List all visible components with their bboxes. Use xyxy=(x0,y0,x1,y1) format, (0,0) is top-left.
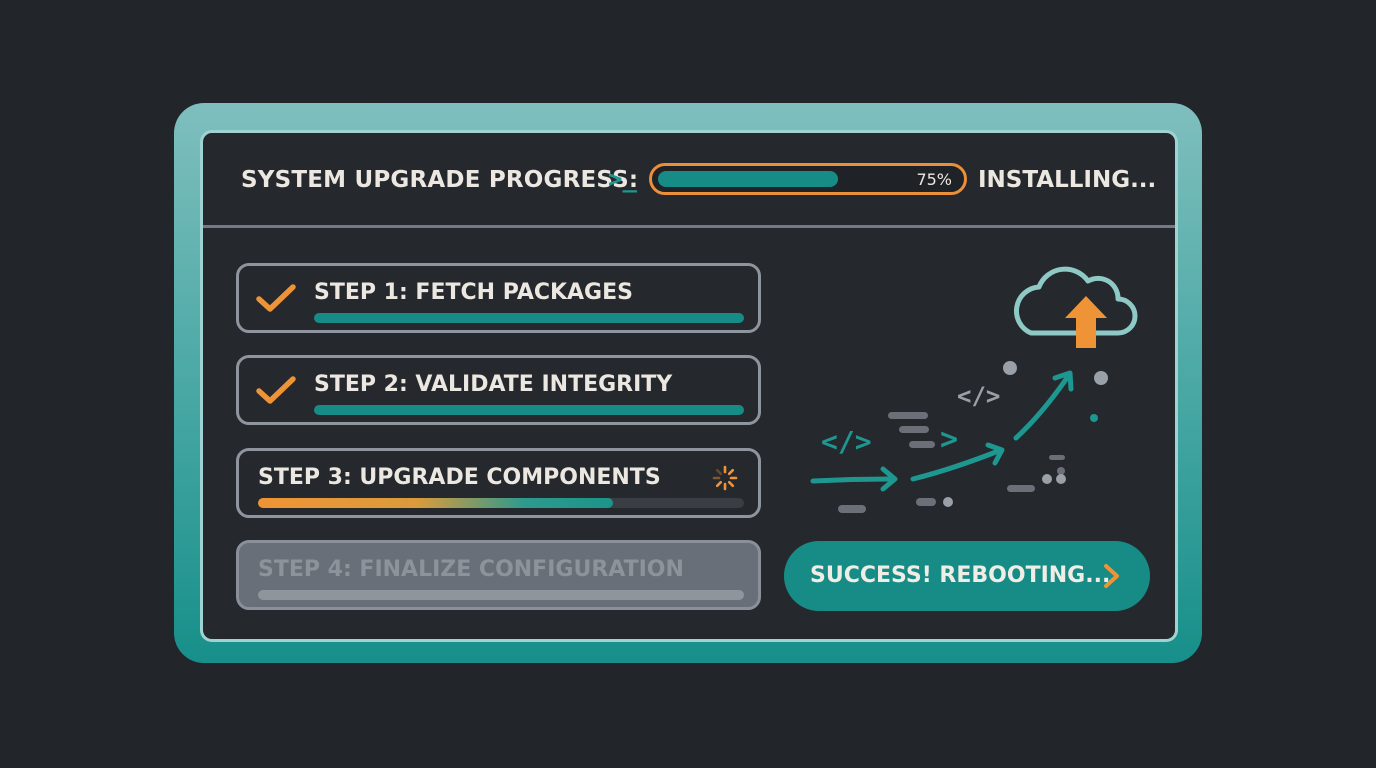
step-2-label: STEP 2: VALIDATE INTEGRITY xyxy=(314,372,673,397)
checkmark-icon xyxy=(256,284,296,312)
step-2-card: STEP 2: VALIDATE INTEGRITY xyxy=(236,355,761,425)
step-1-label: STEP 1: FETCH PACKAGES xyxy=(314,280,633,305)
step-4-progress-bar xyxy=(258,590,744,600)
upgrade-window-frame: SYSTEM UPGRADE PROGRESS: >_ 75% INSTALLI… xyxy=(174,103,1202,663)
step-4-card: STEP 4: FINALIZE CONFIGURATION xyxy=(236,540,761,610)
upgrade-flow-illustration: </> </> > xyxy=(810,266,1138,513)
overall-progress-bar: 75% xyxy=(649,163,967,195)
arrow-icon xyxy=(810,476,896,484)
step-3-label: STEP 3: UPGRADE COMPONENTS xyxy=(258,465,661,490)
chevron-right-icon xyxy=(1104,564,1119,588)
install-status-text: INSTALLING... xyxy=(978,167,1157,193)
loading-spinner-icon xyxy=(712,465,738,491)
terminal-prompt-icon: >_ xyxy=(608,165,637,193)
header-title: SYSTEM UPGRADE PROGRESS: xyxy=(241,167,639,193)
upload-arrow-icon xyxy=(1065,296,1107,348)
code-tag-icon: </> xyxy=(821,425,872,458)
step-2-progress-bar xyxy=(314,405,744,415)
success-reboot-button[interactable]: SUCCESS! REBOOTING... xyxy=(784,541,1150,611)
step-1-card: STEP 1: FETCH PACKAGES xyxy=(236,263,761,333)
code-tag-icon: </> xyxy=(957,382,1000,410)
step-1-progress-bar xyxy=(314,313,744,323)
checkmark-icon xyxy=(256,376,296,404)
step-4-label: STEP 4: FINALIZE CONFIGURATION xyxy=(258,557,684,582)
chevron-icon: > xyxy=(940,422,958,457)
arrow-icon xyxy=(1013,372,1072,441)
cloud-upload-icon xyxy=(1013,266,1138,336)
step-3-card: STEP 3: UPGRADE COMPONENTS xyxy=(236,448,761,518)
upgrade-panel: SYSTEM UPGRADE PROGRESS: >_ 75% INSTALLI… xyxy=(200,130,1178,642)
success-reboot-label: SUCCESS! REBOOTING... xyxy=(810,563,1111,588)
progress-header: SYSTEM UPGRADE PROGRESS: >_ 75% INSTALLI… xyxy=(203,133,1175,228)
arrow-icon xyxy=(910,447,1004,482)
overall-progress-percent: 75% xyxy=(916,170,952,189)
overall-progress-fill xyxy=(658,171,838,187)
step-3-progress-fill xyxy=(258,498,613,508)
